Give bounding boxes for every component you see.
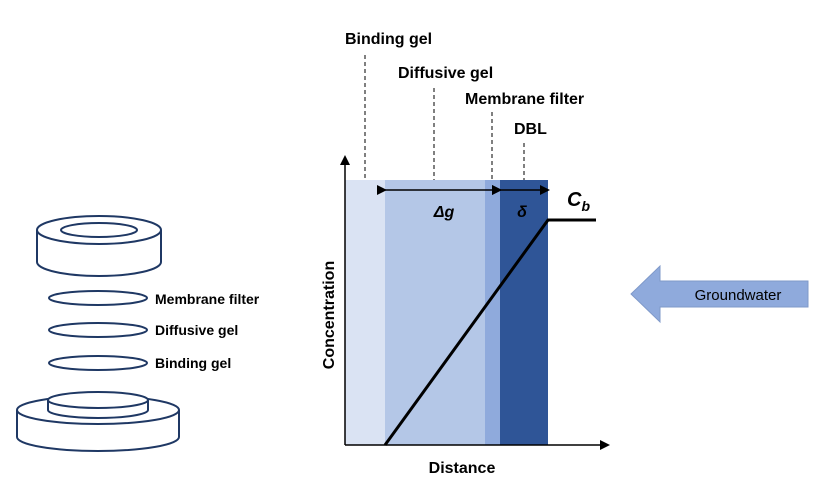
left-label-membrane: Membrane filter: [155, 291, 260, 307]
device-diffusive-disc: [48, 322, 148, 338]
x-axis-title: Distance: [429, 460, 496, 477]
dgt-device: [16, 215, 180, 452]
leader-lines: [364, 55, 525, 180]
top-label-binding-gel: Binding gel: [345, 31, 432, 48]
device-cap: [36, 215, 162, 277]
device-binding-disc: [48, 355, 148, 371]
cb-label: Cb: [567, 189, 590, 214]
delta-g-label: Δg: [433, 204, 455, 221]
top-label-diffusive-gel: Diffusive gel: [398, 65, 493, 82]
top-label-dbl: DBL: [514, 121, 547, 138]
zones: [345, 180, 548, 445]
delta-label: δ: [517, 204, 527, 221]
left-label-diffusive: Diffusive gel: [155, 322, 238, 338]
zone-membrane-filter: [485, 180, 500, 445]
device-membrane-disc: [48, 290, 148, 306]
top-label-membrane-filter: Membrane filter: [465, 91, 584, 108]
left-label-binding: Binding gel: [155, 355, 231, 371]
zone-diffusive-gel: [385, 180, 485, 445]
zone-dbl: [500, 180, 548, 445]
zone-binding-gel: [345, 180, 385, 445]
concentration-line: [383, 218, 596, 446]
groundwater-label: Groundwater: [695, 287, 782, 304]
y-axis-title: Concentration: [321, 261, 338, 369]
device-base: [16, 391, 180, 452]
groundwater-arrow: [630, 264, 809, 324]
